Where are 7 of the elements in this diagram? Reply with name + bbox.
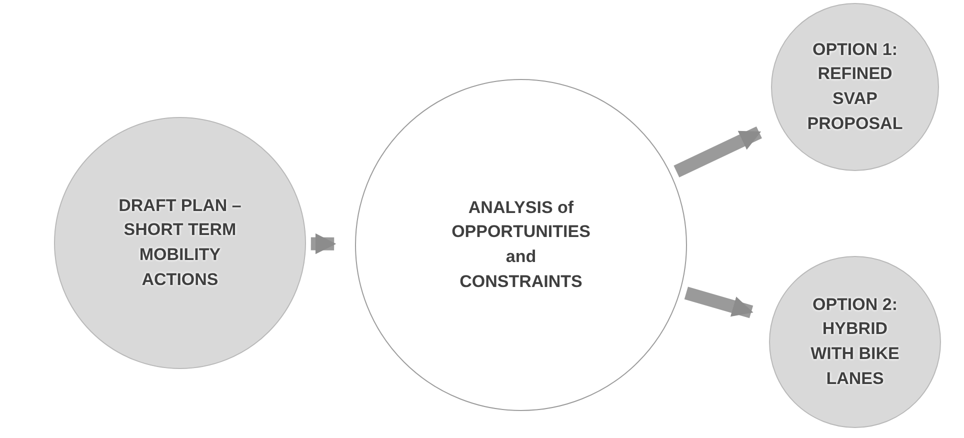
arrow bbox=[310, 233, 336, 254]
arrow bbox=[684, 286, 754, 318]
circle-label: OPTION 1: REFINED SVAP PROPOSAL bbox=[806, 38, 904, 135]
circle-label: DRAFT PLAN – SHORT TERM MOBILITY ACTIONS bbox=[118, 194, 242, 291]
arrow bbox=[674, 126, 762, 178]
circle-label: OPTION 2: HYBRID WITH BIKE LANES bbox=[810, 294, 900, 390]
circle-label: ANALYSIS of OPPORTUNITIES and CONSTRAINTS bbox=[450, 196, 592, 293]
